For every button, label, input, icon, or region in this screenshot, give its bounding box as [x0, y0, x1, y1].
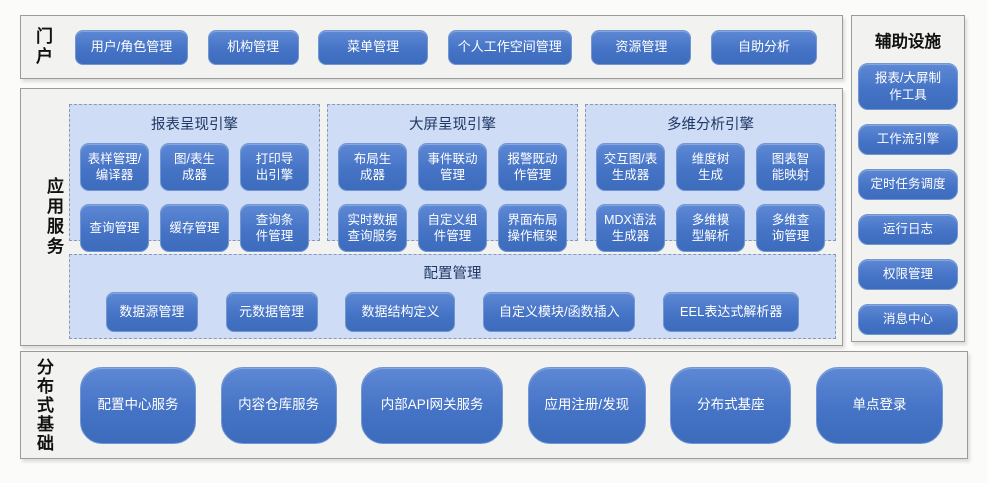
app-services-section-label: 应用服务 — [44, 177, 63, 257]
engine-item-cache-mgmt: 缓存管理 — [160, 204, 229, 252]
portal-item-menu-mgmt: 菜单管理 — [318, 29, 429, 65]
engine-item-custom-component-mgmt: 自定义组 件管理 — [418, 204, 487, 252]
engine-item-layout-generator: 布局生 成器 — [338, 143, 407, 191]
engine-item-dimension-tree-generation: 维度树 生成 — [676, 143, 745, 191]
foundation-button-row: 配置中心服务 内容仓库服务 内部API网关服务 应用注册/发现 分布式基座 单点… — [80, 366, 943, 444]
aux-item-message-center: 消息中心 — [858, 304, 958, 335]
foundation-section: 分布式基础 配置中心服务 内容仓库服务 内部API网关服务 应用注册/发现 分布… — [20, 351, 968, 459]
olap-engine-title: 多维分析引擎 — [667, 117, 754, 133]
config-mgmt-panel: 配置管理 数据源管理 元数据管理 数据结构定义 自定义模块/函数插入 EEL表达… — [69, 254, 836, 339]
engine-item-interactive-chart-generator: 交互图/表 生成器 — [596, 143, 665, 191]
portal-section: 门户 用户/角色管理 机构管理 菜单管理 个人工作空间管理 资源管理 自助分析 — [20, 15, 843, 79]
foundation-item-content-repository: 内容仓库服务 — [220, 366, 337, 444]
report-engine-panel: 报表呈现引擎 表样管理/ 编译器 图/表生 成器 打印导 出引擎 查询管理 缓存… — [69, 104, 320, 252]
olap-engine-panel: 多维分析引擎 交互图/表 生成器 维度树 生成 图表智 能映射 MDX语法 生成… — [585, 104, 836, 252]
engine-item-chart-table-generator: 图/表生 成器 — [160, 143, 229, 191]
portal-item-user-role-mgmt: 用户/角色管理 — [75, 29, 188, 65]
config-item-datasource-mgmt: 数据源管理 — [105, 292, 198, 332]
config-item-custom-module-function: 自定义模块/函数插入 — [483, 292, 636, 332]
report-engine-title: 报表呈现引擎 — [151, 117, 238, 133]
foundation-item-config-center: 配置中心服务 — [80, 366, 196, 444]
config-mgmt-title: 配置管理 — [423, 266, 482, 282]
foundation-item-distributed-base: 分布式基座 — [670, 366, 792, 444]
engine-item-chart-smart-mapping: 图表智 能映射 — [756, 143, 825, 191]
config-item-eel-expression-parser: EEL表达式解析器 — [663, 292, 800, 332]
engine-item-multidim-model-parsing: 多维模 型解析 — [676, 204, 745, 252]
foundation-item-app-register-discovery: 应用注册/发现 — [527, 366, 646, 444]
report-engine-grid: 表样管理/ 编译器 图/表生 成器 打印导 出引擎 查询管理 缓存管理 查询条 … — [80, 143, 309, 252]
portal-item-self-service-analysis: 自助分析 — [710, 29, 817, 65]
foundation-item-internal-api-gateway: 内部API网关服务 — [361, 366, 504, 444]
engine-item-ui-layout-framework: 界面布局 操作框架 — [498, 204, 567, 252]
foundation-section-label: 分布式基础 — [34, 357, 53, 453]
aux-item-run-log: 运行日志 — [858, 214, 958, 245]
aux-item-scheduled-task: 定时任务调度 — [858, 169, 958, 200]
aux-item-permission-mgmt: 权限管理 — [858, 259, 958, 290]
engine-item-print-export-engine: 打印导 出引擎 — [240, 143, 309, 191]
auxiliary-section-title: 辅助设施 — [875, 33, 941, 51]
engine-item-event-linkage-mgmt: 事件联动 管理 — [418, 143, 487, 191]
engine-item-style-mgmt-compiler: 表样管理/ 编译器 — [80, 143, 149, 191]
auxiliary-section: 辅助设施 报表/大屏制 作工具 工作流引擎 定时任务调度 运行日志 权限管理 消… — [851, 15, 965, 342]
engine-panels-row: 报表呈现引擎 表样管理/ 编译器 图/表生 成器 打印导 出引擎 查询管理 缓存… — [69, 104, 836, 252]
portal-item-resource-mgmt: 资源管理 — [591, 29, 692, 65]
app-services-section: 应用服务 报表呈现引擎 表样管理/ 编译器 图/表生 成器 打印导 出引擎 查询… — [20, 88, 843, 346]
engine-item-alarm-action-mgmt: 报警既动 作管理 — [498, 143, 567, 191]
portal-item-workspace-mgmt: 个人工作空间管理 — [447, 29, 572, 65]
config-item-metadata-mgmt: 元数据管理 — [225, 292, 318, 332]
olap-engine-grid: 交互图/表 生成器 维度树 生成 图表智 能映射 MDX语法 生成器 多维模 型… — [596, 143, 825, 252]
engine-item-query-mgmt: 查询管理 — [80, 204, 149, 252]
bigscreen-engine-grid: 布局生 成器 事件联动 管理 报警既动 作管理 实时数据 查询服务 自定义组 件… — [338, 143, 567, 252]
engine-item-mdx-syntax-generator: MDX语法 生成器 — [596, 204, 665, 252]
engine-item-realtime-data-query: 实时数据 查询服务 — [338, 204, 407, 252]
foundation-item-single-sign-on: 单点登录 — [815, 366, 943, 444]
bigscreen-engine-title: 大屏呈现引擎 — [409, 117, 496, 133]
portal-button-row: 用户/角色管理 机构管理 菜单管理 个人工作空间管理 资源管理 自助分析 — [75, 29, 817, 65]
engine-item-query-condition-mgmt: 查询条 件管理 — [240, 204, 309, 252]
engine-item-multidim-query-mgmt: 多维查 询管理 — [756, 204, 825, 252]
bigscreen-engine-panel: 大屏呈现引擎 布局生 成器 事件联动 管理 报警既动 作管理 实时数据 查询服务… — [327, 104, 578, 252]
aux-item-report-bigscreen-tool: 报表/大屏制 作工具 — [858, 63, 958, 110]
aux-item-workflow-engine: 工作流引擎 — [858, 124, 958, 155]
portal-item-org-mgmt: 机构管理 — [207, 29, 299, 65]
config-item-data-structure-definition: 数据结构定义 — [345, 292, 456, 332]
portal-section-label: 门户 — [33, 27, 52, 67]
config-mgmt-row: 数据源管理 元数据管理 数据结构定义 自定义模块/函数插入 EEL表达式解析器 — [78, 292, 827, 332]
